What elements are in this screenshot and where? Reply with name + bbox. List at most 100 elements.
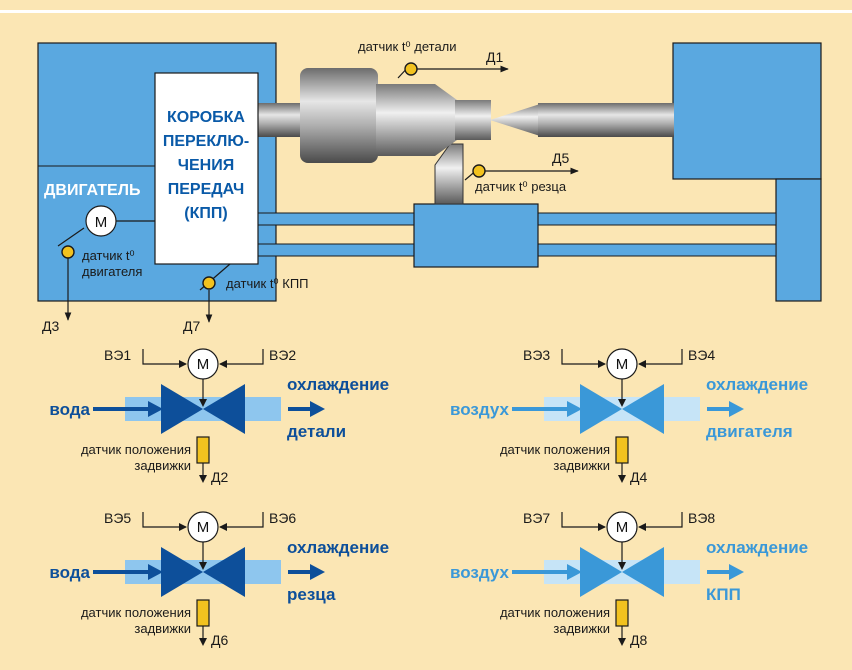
drive-arrow-left	[179, 523, 187, 531]
sensor-gearbox: датчик t⁰ КПП Д7	[183, 263, 309, 334]
valve-sensor-label-2: задвижки	[134, 621, 191, 636]
valve-drive-left: ВЭ3	[523, 347, 550, 363]
valve-medium: вода	[49, 563, 90, 582]
valve-motor-icon	[187, 348, 219, 380]
inflow-arrow-head	[567, 401, 582, 417]
motor-symbol: M	[95, 214, 108, 231]
gearbox-line-1: КОРОБКА	[167, 109, 245, 126]
inflow-arrow-head	[567, 564, 582, 580]
drive-line-left	[561, 349, 605, 365]
valve-target-line-1: охлаждение	[706, 375, 808, 394]
inflow-arrow-head	[148, 401, 163, 417]
stem-arrow	[618, 399, 626, 407]
valve-drive-right: ВЭ8	[688, 510, 715, 526]
valve-drive-left: ВЭ5	[104, 510, 131, 526]
sensor-output-arrow	[618, 475, 626, 483]
valve-drive-right: ВЭ6	[269, 510, 296, 526]
valve-body-right	[203, 384, 245, 434]
valve-motor-icon	[606, 348, 638, 380]
sensor-output-arrow	[199, 475, 207, 483]
drive-line-left	[142, 349, 186, 365]
gearbox-line-2: ПЕРЕКЛЮ-	[163, 133, 249, 150]
valve-sensor-label-1: датчик положения	[81, 442, 191, 457]
valve-sensor-label-1: датчик положения	[500, 442, 610, 457]
valve-target-line-2: КПП	[706, 585, 741, 604]
valve-body-left	[580, 384, 622, 434]
valve-drive-right: ВЭ4	[688, 347, 715, 363]
valve-sensor-output: Д6	[211, 632, 228, 648]
drive-arrow-right	[638, 523, 646, 531]
sensor-motor-label-1: датчик t⁰	[82, 248, 135, 263]
carriage	[413, 203, 539, 268]
valve-motor-symbol: M	[616, 519, 629, 536]
drive-line-right	[220, 349, 264, 365]
motor-label: ДВИГАТЕЛЬ	[44, 182, 140, 199]
stem-arrow	[618, 562, 626, 570]
valve-drive-left: ВЭ1	[104, 347, 131, 363]
drive-arrow-right	[638, 360, 646, 368]
stem-arrow	[199, 562, 207, 570]
valve-body-right	[203, 547, 245, 597]
tailstock	[672, 42, 822, 302]
valve-unit: M ВЭ3 ВЭ4 воздух охлаждение двигателя датчик п…	[450, 347, 808, 485]
motor-icon	[85, 205, 117, 237]
drive-arrow-right	[219, 360, 227, 368]
outflow-arrow-head	[729, 401, 744, 417]
sensor-cutter: датчик t⁰ резца Д5	[464, 150, 579, 194]
valve-sensor-label-1: датчик положения	[500, 605, 610, 620]
gearbox-line-3: ЧЕНИЯ	[178, 157, 234, 174]
gearbox-line-4: ПЕРЕДАЧ	[168, 181, 245, 198]
valve-target-line-1: охлаждение	[287, 538, 389, 557]
outflow-arrow-head	[310, 401, 325, 417]
valve-sensor-output: Д4	[630, 469, 647, 485]
position-sensor-icon	[615, 599, 629, 627]
sensor-part: датчик t⁰ детали Д1	[358, 39, 509, 79]
gearbox-line-5: (КПП)	[184, 205, 227, 222]
valve-motor-symbol: M	[616, 356, 629, 373]
sensor-part-output: Д1	[486, 49, 503, 65]
drive-line-right	[639, 349, 683, 365]
cutter-tool	[434, 143, 464, 205]
valve-medium: воздух	[450, 563, 509, 582]
valve-body-right	[622, 384, 664, 434]
valve-sensor-label-1: датчик положения	[81, 605, 191, 620]
valve-medium: воздух	[450, 400, 509, 419]
tailstock-quill	[490, 103, 674, 137]
position-sensor-icon	[196, 436, 210, 464]
valve-motor-symbol: M	[197, 356, 210, 373]
sensor-gearbox-label: датчик t⁰ КПП	[226, 276, 309, 291]
sensor-output-arrow	[618, 638, 626, 646]
valve-body-left	[161, 384, 203, 434]
valve-motor-symbol: M	[197, 519, 210, 536]
sensor-motor-label-2: двигателя	[82, 264, 142, 279]
drive-line-left	[142, 512, 186, 528]
valve-motor-icon	[187, 511, 219, 543]
drive-arrow-right	[219, 523, 227, 531]
sensor-gearbox-output: Д7	[183, 318, 200, 334]
position-sensor-icon	[196, 599, 210, 627]
valve-body-left	[580, 547, 622, 597]
outflow-arrow-head	[310, 564, 325, 580]
outflow-arrow-head	[729, 564, 744, 580]
sensor-motor-output: Д3	[42, 318, 59, 334]
sensor-motor: датчик t⁰ двигателя Д3	[42, 227, 142, 334]
valve-target-line-2: двигателя	[706, 422, 793, 441]
valve-body-left	[161, 547, 203, 597]
inflow-arrow-head	[148, 564, 163, 580]
sensor-cutter-output: Д5	[552, 150, 569, 166]
drive-line-right	[220, 512, 264, 528]
valve-medium: вода	[49, 400, 90, 419]
drive-arrow-left	[179, 360, 187, 368]
gearbox: КОРОБКА ПЕРЕКЛЮ- ЧЕНИЯ ПЕРЕДАЧ (КПП)	[154, 72, 259, 265]
valve-target-line-2: детали	[287, 422, 346, 441]
valve-target-line-1: охлаждение	[706, 538, 808, 557]
position-sensor-icon	[615, 436, 629, 464]
valve-drive-left: ВЭ7	[523, 510, 550, 526]
valve-sensor-label-2: задвижки	[553, 458, 610, 473]
valve-sensor-label-2: задвижки	[553, 621, 610, 636]
